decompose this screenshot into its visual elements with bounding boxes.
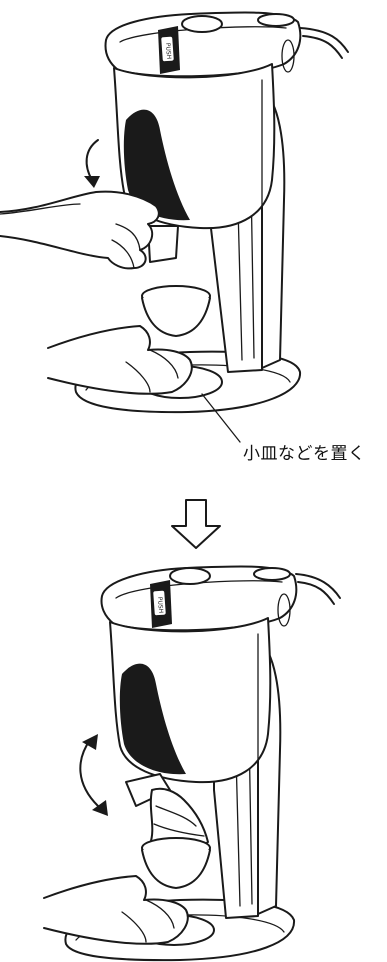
- push-lever: PUSH: [150, 580, 172, 628]
- push-lever: PUSH: [158, 26, 180, 74]
- power-cord: [295, 573, 341, 605]
- curved-arrow-down-icon: [84, 139, 100, 188]
- spout: [147, 225, 179, 263]
- cup: [141, 837, 211, 889]
- hollow-down-arrow-icon: [171, 499, 221, 549]
- hand-holding-cup: [47, 325, 193, 395]
- hand-holding-cup: [43, 875, 189, 945]
- top-cap: [169, 567, 211, 585]
- callout-leader: [201, 393, 241, 443]
- lever-label: PUSH: [156, 597, 164, 614]
- lever-label: PUSH: [164, 43, 172, 60]
- power-cord: [299, 27, 349, 59]
- callout-label: 小皿などを置く: [243, 444, 366, 464]
- soft-serve-swirl: [149, 787, 209, 851]
- double-curved-arrow-icon: [79, 734, 108, 816]
- step-2-illustration: PUSH: [43, 565, 341, 962]
- cup: [141, 285, 211, 337]
- top-cap: [181, 15, 223, 33]
- machine-body: [109, 617, 272, 784]
- step-1-illustration: PUSH: [0, 11, 349, 443]
- machine-body: [113, 63, 276, 230]
- hand-pulling-lever: [0, 190, 160, 270]
